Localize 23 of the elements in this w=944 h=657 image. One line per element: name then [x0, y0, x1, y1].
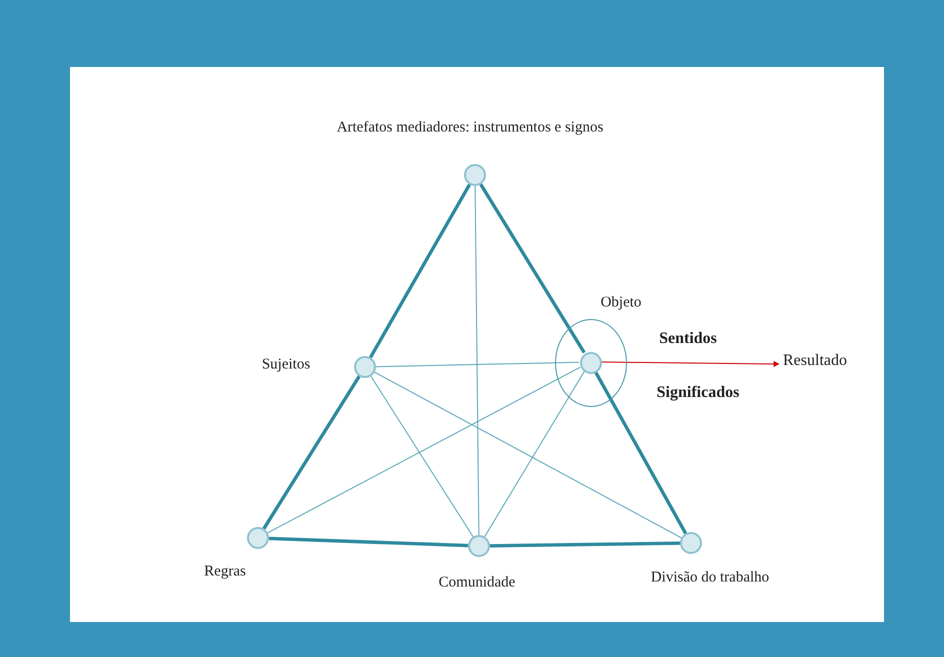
arrow-label: Sentidos [659, 330, 717, 348]
result-label: Resultado [783, 352, 847, 370]
connector-line [374, 372, 682, 538]
connector-line [484, 370, 585, 538]
connector-line [370, 376, 474, 538]
connector-line [376, 362, 580, 368]
connector-line [479, 183, 586, 354]
node-label: Sujeitos [262, 356, 310, 374]
connector-line [490, 541, 680, 548]
node-label: Artefatos mediadores: instrumentos e signos [336, 120, 604, 136]
connector-line [262, 375, 361, 530]
connector-line [268, 536, 468, 548]
node-label: Objeto [600, 294, 642, 312]
connector-line [594, 370, 688, 534]
node-label: Comunidade [438, 574, 516, 592]
ellipse-ring [555, 319, 627, 407]
arrow-label: Significados [656, 384, 740, 402]
node-label: Regras [204, 564, 246, 580]
connector-line [369, 184, 471, 358]
node-label: Divisão do trabalho [650, 570, 770, 586]
arrow [600, 360, 780, 367]
connector-line [267, 366, 581, 534]
connector-line [474, 186, 480, 536]
